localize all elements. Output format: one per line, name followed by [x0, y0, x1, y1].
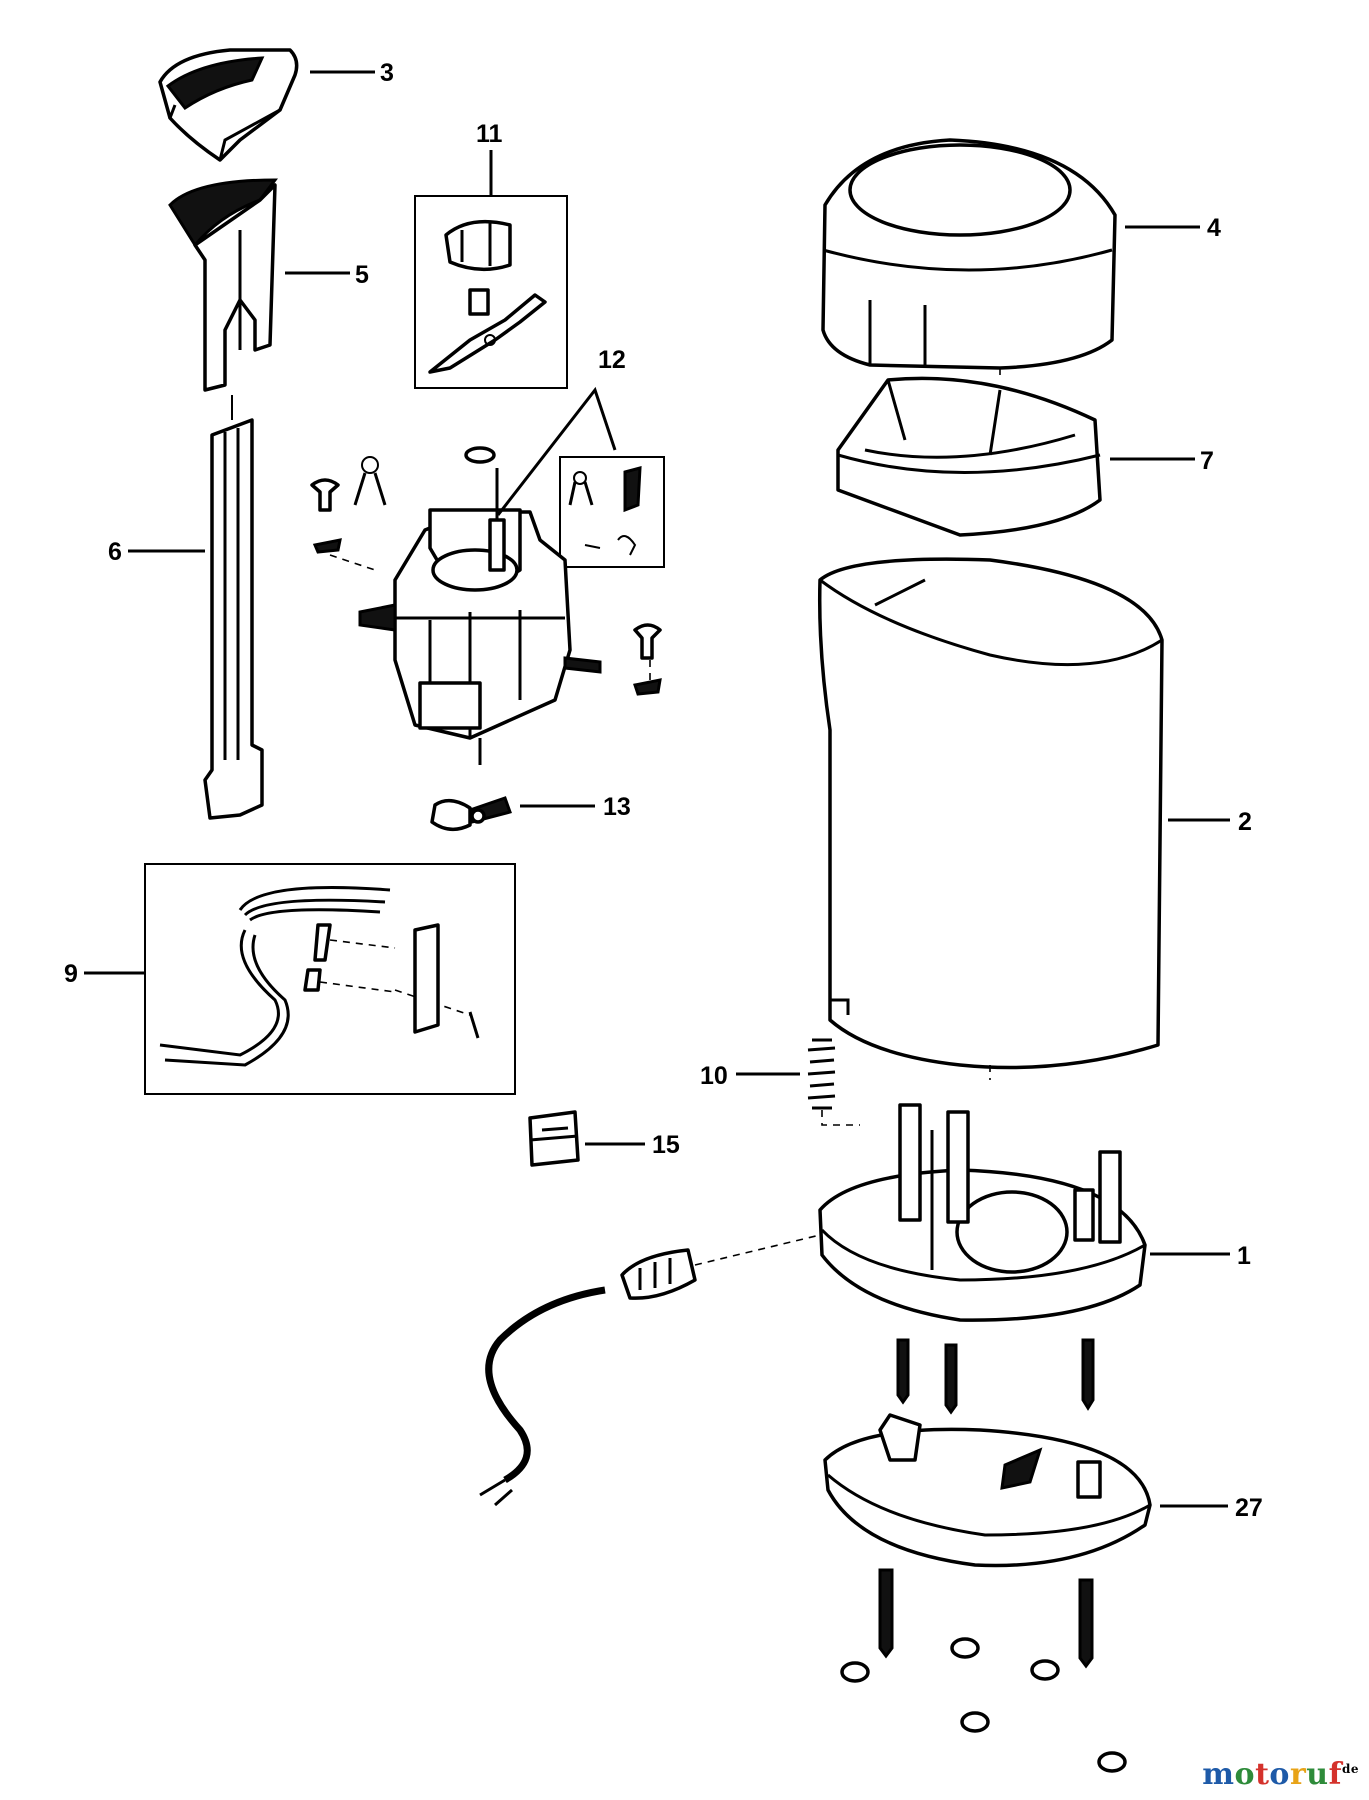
watermark-letter: t: [1255, 1757, 1270, 1792]
callout-7: 7: [1200, 447, 1214, 475]
callout-2: 2: [1238, 808, 1252, 836]
part-2-housing: [817, 557, 1164, 1080]
part-11-blade-kit: [428, 219, 547, 374]
watermark-letter: f: [1328, 1757, 1342, 1792]
callout-3: 3: [380, 59, 394, 87]
callout-27: 27: [1235, 1494, 1263, 1522]
part-12-screws: [310, 456, 662, 696]
watermark-letter: u: [1306, 1757, 1329, 1792]
part-1-base: [818, 1103, 1147, 1322]
part-9-wiring-box: [144, 863, 516, 1095]
callout-9: 9: [64, 960, 78, 988]
part-12-motor: [358, 446, 602, 765]
part-12-brush-kit: [568, 466, 642, 556]
watermark-logo: motorufde: [1202, 1757, 1359, 1792]
callout-4: 4: [1207, 214, 1221, 242]
part-1-power-cord: [479, 1234, 821, 1507]
part-9-wiring-harness: [159, 886, 480, 1067]
watermark-letter: r: [1289, 1757, 1307, 1792]
callout-10: 10: [700, 1062, 728, 1090]
part-12-brush-kit-box: [559, 456, 665, 568]
callout-5: 5: [355, 261, 369, 289]
part-10-spring: [807, 1038, 860, 1126]
part-27-bottom-cover: [823, 1413, 1152, 1568]
screws-bottom: [878, 1568, 1094, 1669]
leader-12: [496, 386, 617, 516]
callout-1: 1: [1237, 1242, 1251, 1270]
watermark-letter: o: [1269, 1757, 1290, 1792]
callout-12: 12: [598, 346, 626, 374]
watermark-badge: de: [1341, 1762, 1359, 1776]
part-5-upper-handle: [168, 178, 279, 392]
watermark-letter: o: [1234, 1757, 1256, 1792]
part-7-filter-tray: [836, 376, 1102, 537]
part-13-fan: [430, 796, 512, 832]
callout-15: 15: [652, 1131, 680, 1159]
part-4-lid: [821, 138, 1117, 380]
part-3-handle-cap: [158, 48, 299, 162]
callout-6: 6: [108, 538, 122, 566]
callout-13: 13: [603, 793, 631, 821]
rubber-feet: [840, 1637, 1127, 1773]
callout-11: 11: [476, 120, 503, 148]
watermark-letter: m: [1202, 1757, 1235, 1792]
part-6-handle-tube: [203, 395, 264, 820]
screws-middle: [896, 1338, 1095, 1415]
part-15-clip: [528, 1110, 580, 1167]
